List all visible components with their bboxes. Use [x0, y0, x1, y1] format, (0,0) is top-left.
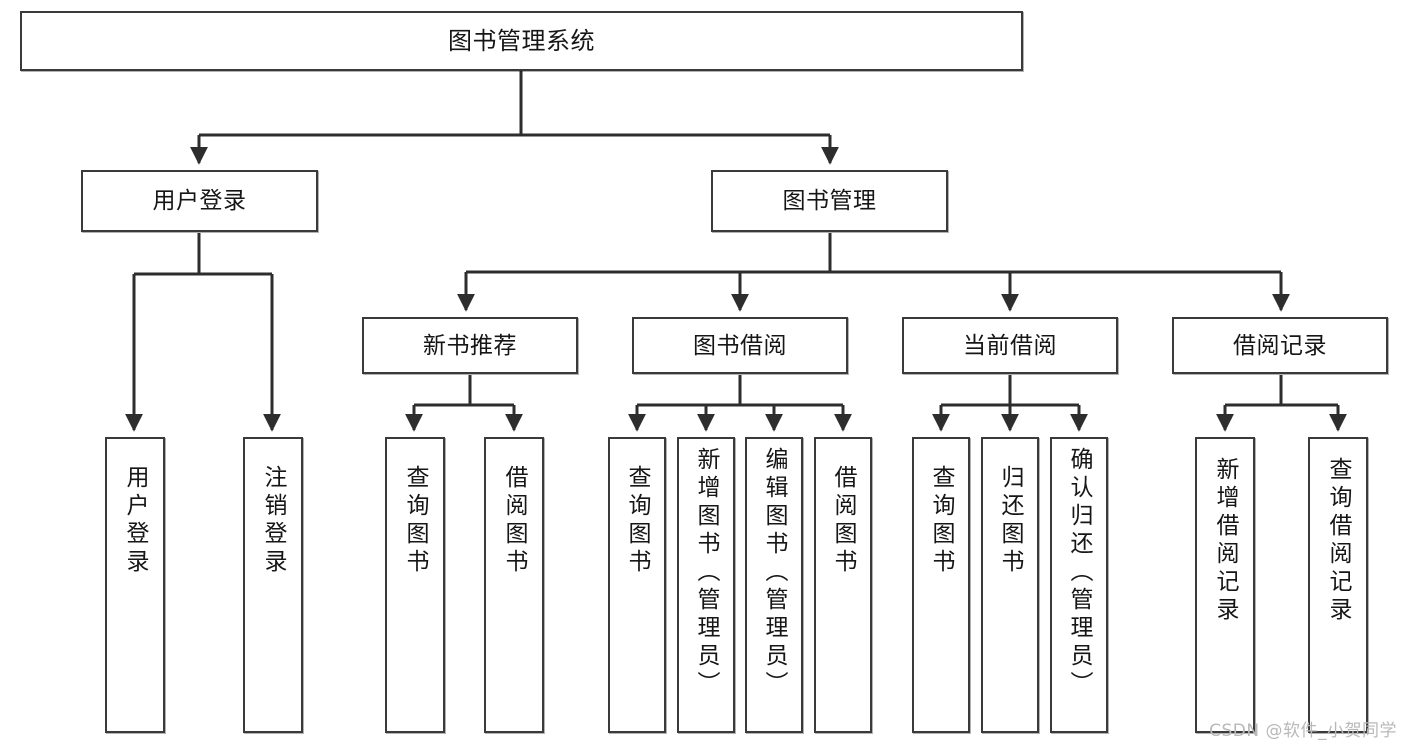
node-label: 图书管理: [782, 188, 877, 214]
node-label: 注销登录: [260, 465, 286, 577]
node-leaf-add-borrow-record[interactable]: 新增借阅记录: [1195, 437, 1255, 733]
node-label: 归还图书: [997, 465, 1023, 577]
node-current-borrow[interactable]: 当前借阅: [902, 317, 1118, 374]
node-leaf-return-book[interactable]: 归还图书: [981, 437, 1039, 733]
node-leaf-logout-login[interactable]: 注销登录: [243, 437, 303, 733]
node-label: 查询图书: [928, 465, 954, 577]
node-user-login[interactable]: 用户登录: [81, 170, 318, 232]
node-label: 新增借阅记录: [1212, 457, 1238, 625]
node-leaf-borrow-book-recommend[interactable]: 借阅图书: [484, 437, 544, 733]
node-borrow-record[interactable]: 借阅记录: [1172, 317, 1388, 374]
node-label: 用户登录: [122, 465, 148, 577]
node-new-book-recommend[interactable]: 新书推荐: [362, 317, 578, 374]
node-leaf-query-book-recommend[interactable]: 查询图书: [385, 437, 445, 733]
csdn-watermark: CSDN @软件_小贺同学: [1209, 721, 1397, 741]
node-leaf-edit-book-admin[interactable]: 编辑图书（管理员）: [745, 437, 803, 733]
node-label: 编辑图书（管理员）: [761, 447, 787, 699]
node-label: 确认归还（管理员）: [1066, 447, 1092, 699]
node-leaf-user-login[interactable]: 用户登录: [105, 437, 165, 733]
node-label: 查询图书: [402, 465, 428, 577]
node-label: 借阅记录: [1233, 332, 1327, 359]
node-label: 当前借阅: [963, 332, 1057, 359]
node-leaf-confirm-return-admin[interactable]: 确认归还（管理员）: [1050, 437, 1108, 733]
node-label: 新增图书（管理员）: [693, 447, 719, 699]
node-leaf-query-borrow-record[interactable]: 查询借阅记录: [1308, 437, 1368, 733]
node-leaf-borrow-book[interactable]: 借阅图书: [814, 437, 872, 733]
node-label: 查询借阅记录: [1325, 457, 1351, 625]
node-book-borrow[interactable]: 图书借阅: [632, 317, 848, 374]
node-label: 借阅图书: [830, 465, 856, 577]
node-leaf-query-book-current[interactable]: 查询图书: [912, 437, 970, 733]
node-label: 借阅图书: [501, 465, 527, 577]
node-root-book-management-system[interactable]: 图书管理系统: [20, 11, 1023, 71]
node-label: 用户登录: [152, 188, 247, 214]
node-leaf-add-book-admin[interactable]: 新增图书（管理员）: [677, 437, 735, 733]
node-label: 新书推荐: [423, 332, 517, 359]
node-leaf-query-book-borrow[interactable]: 查询图书: [608, 437, 666, 733]
node-book-management[interactable]: 图书管理: [711, 170, 948, 232]
node-label: 图书管理系统: [448, 27, 595, 55]
node-label: 查询图书: [624, 465, 650, 577]
node-label: 图书借阅: [693, 332, 787, 359]
